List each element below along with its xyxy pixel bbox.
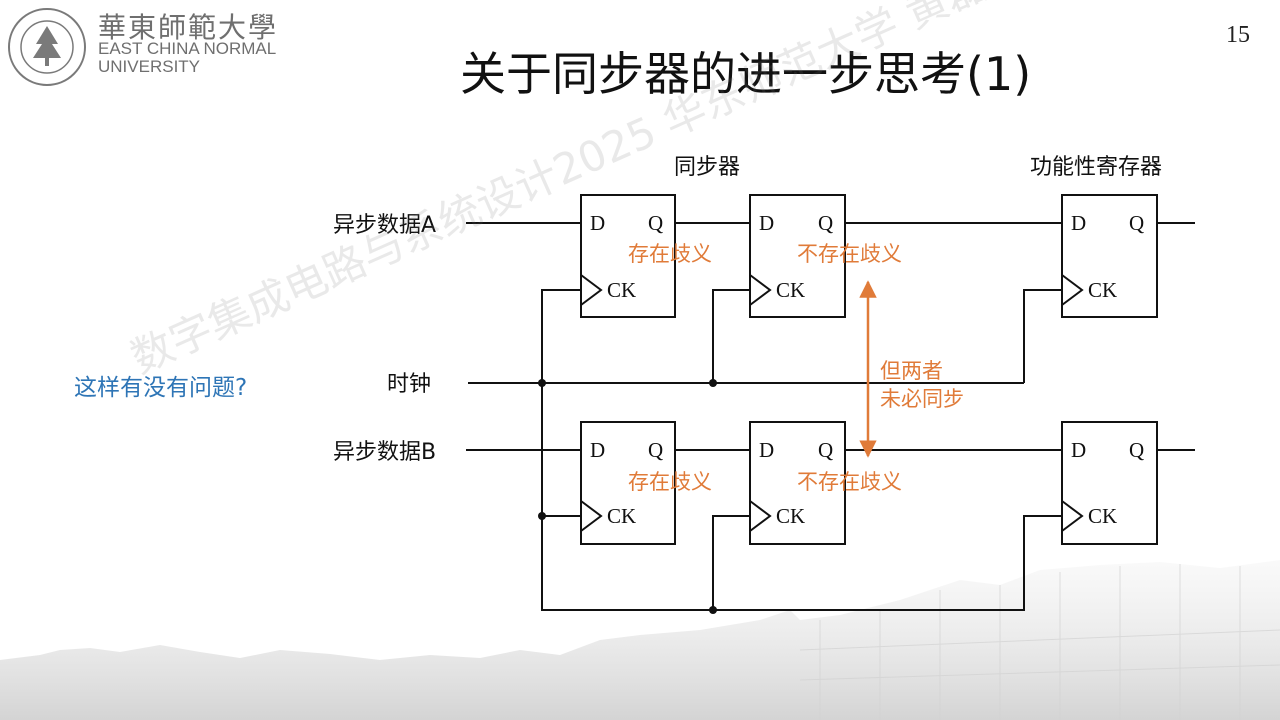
ff-b2-q: Q bbox=[818, 438, 833, 462]
unsync-note-line1: 但两者 bbox=[880, 359, 943, 383]
ff-b2-ck: CK bbox=[776, 504, 805, 528]
async-data-a-label: 异步数据A bbox=[333, 213, 436, 238]
not-ambiguous-label-b: 不存在歧义 bbox=[797, 470, 902, 494]
clock-label: 时钟 bbox=[387, 372, 431, 397]
ff-fb-ck: CK bbox=[1088, 504, 1117, 528]
ff-fb-q: Q bbox=[1129, 438, 1144, 462]
ff-sync-a1 bbox=[580, 194, 676, 318]
ambiguous-label-a: 存在歧义 bbox=[628, 242, 712, 266]
ff-b2-d: D bbox=[759, 438, 774, 462]
ff-sync-a2 bbox=[749, 194, 846, 318]
logo-english-line2: UNIVERSITY bbox=[98, 57, 201, 76]
clock-triangles bbox=[580, 274, 1084, 532]
page-title: 关于同步器的进一步思考(1) bbox=[460, 47, 1032, 101]
synchronizer-label: 同步器 bbox=[674, 155, 740, 180]
ff-func-b bbox=[1061, 421, 1158, 545]
ff-a2-ck: CK bbox=[776, 278, 805, 302]
logo-english-line1: EAST CHINA NORMAL bbox=[98, 39, 277, 58]
question-text: 这样有没有问题? bbox=[74, 375, 248, 401]
ff-b1-ck: CK bbox=[607, 504, 636, 528]
flip-flops bbox=[580, 194, 1158, 545]
ff-a2-d: D bbox=[759, 211, 774, 235]
university-seal-icon bbox=[8, 8, 86, 86]
wires bbox=[466, 222, 1195, 611]
ff-fa-ck: CK bbox=[1088, 278, 1117, 302]
ff-func-a bbox=[1061, 194, 1158, 318]
ff-b1-q: Q bbox=[648, 438, 663, 462]
ff-sync-b2 bbox=[749, 421, 846, 545]
ff-a1-q: Q bbox=[648, 211, 663, 235]
ff-sync-b1 bbox=[580, 421, 676, 545]
campus-background bbox=[0, 560, 1280, 720]
ff-fa-d: D bbox=[1071, 211, 1086, 235]
ff-fa-q: Q bbox=[1129, 211, 1144, 235]
unsync-note-line2: 未必同步 bbox=[880, 387, 964, 411]
ff-b1-d: D bbox=[590, 438, 605, 462]
async-data-b-label: 异步数据B bbox=[333, 440, 436, 465]
ff-fb-d: D bbox=[1071, 438, 1086, 462]
ff-a2-q: Q bbox=[818, 211, 833, 235]
ambiguous-label-b: 存在歧义 bbox=[628, 470, 712, 494]
junction-dots bbox=[538, 379, 717, 614]
functional-register-label: 功能性寄存器 bbox=[1030, 155, 1162, 180]
page-number: 15 bbox=[1226, 22, 1250, 48]
not-ambiguous-label-a: 不存在歧义 bbox=[797, 242, 902, 266]
ff-a1-ck: CK bbox=[607, 278, 636, 302]
ff-a1-d: D bbox=[590, 211, 605, 235]
logo-chinese-name: 華東師範大學 bbox=[98, 11, 279, 44]
